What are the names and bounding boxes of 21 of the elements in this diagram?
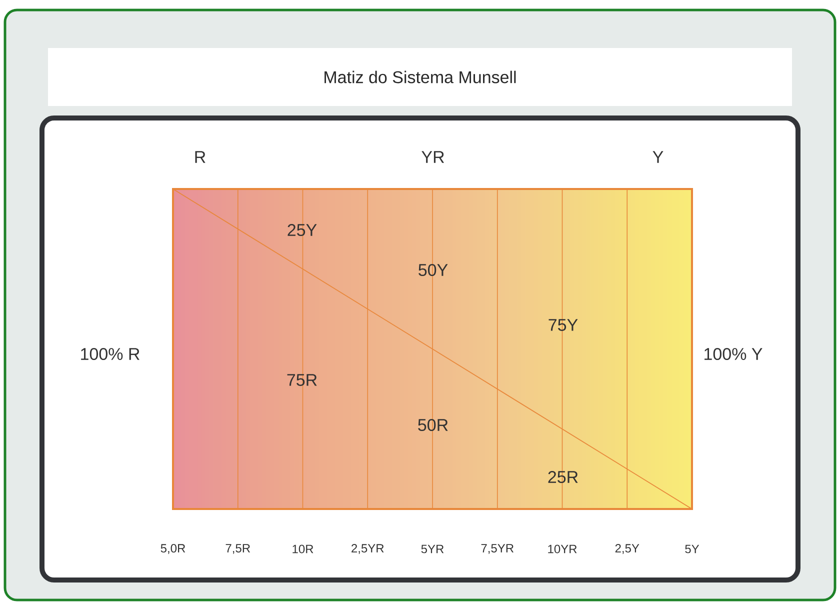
hue-label: Y bbox=[652, 151, 664, 163]
region-label: 25R bbox=[548, 470, 578, 484]
region-label: 75R bbox=[287, 374, 317, 386]
tick-label: 2,5Y bbox=[615, 544, 640, 554]
tick-label: 7,5YR bbox=[481, 544, 514, 554]
region-label: 75Y bbox=[548, 319, 578, 331]
side-label: 100% R bbox=[81, 348, 140, 360]
tick-label: 10R bbox=[292, 544, 314, 554]
tick-label: 5,0R bbox=[160, 544, 186, 554]
tick-label: 5Y bbox=[685, 544, 700, 554]
side-label: 100% Y bbox=[704, 348, 762, 360]
tick-label: 5YR bbox=[421, 544, 444, 554]
tick-label: 7,5R bbox=[226, 544, 250, 554]
region-label: 25Y bbox=[288, 224, 317, 236]
title-band: Matiz do Sistema Munsell bbox=[48, 48, 792, 106]
tick-label: 10YR bbox=[548, 544, 577, 554]
region-label: 50Y bbox=[418, 264, 448, 276]
region-label: 50R bbox=[418, 418, 448, 432]
hue-label: R bbox=[195, 151, 206, 163]
tick-label: 2,5YR bbox=[352, 544, 384, 554]
hue-label: YR bbox=[422, 151, 444, 163]
